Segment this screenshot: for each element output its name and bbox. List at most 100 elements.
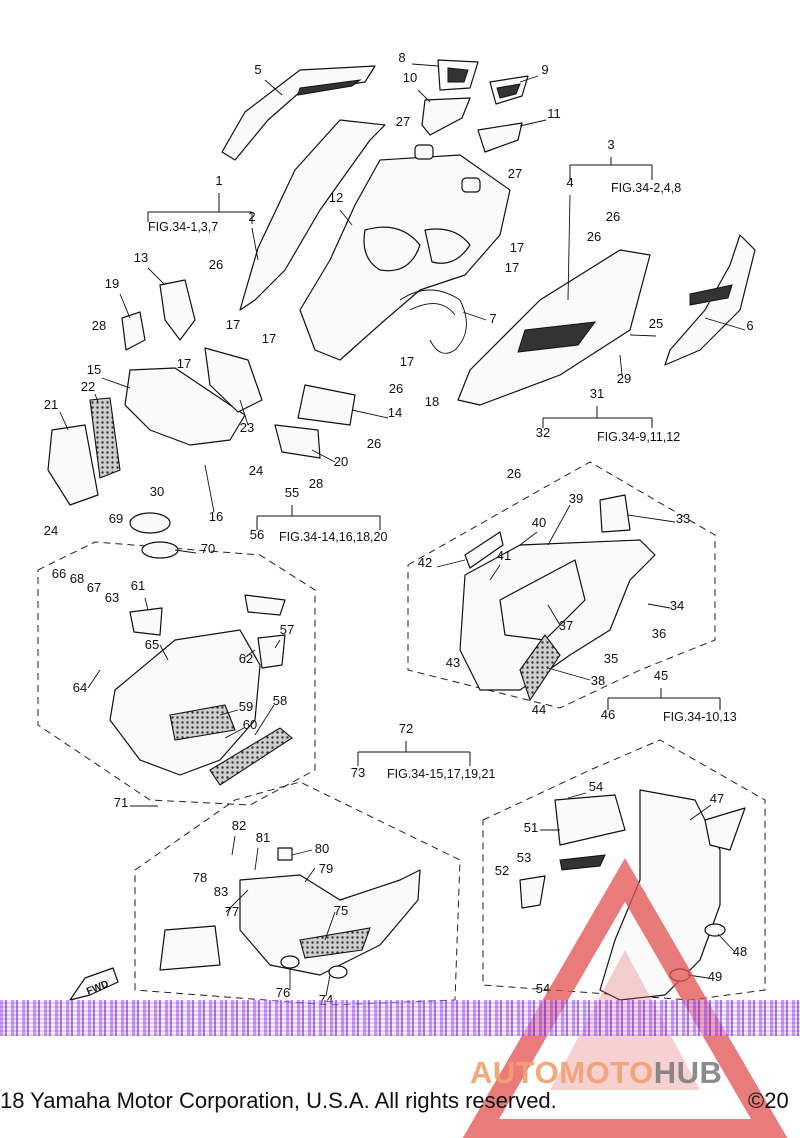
callout-52: 52 [495, 863, 509, 878]
fig-reference: FIG.34-2,4,8 [611, 181, 681, 195]
callout-77: 77 [225, 904, 239, 919]
callout-55: 55 [285, 485, 299, 500]
part-46-lower-cowl-right [519, 789, 746, 1001]
part-14-stay [297, 384, 356, 426]
callout-8: 8 [398, 50, 405, 65]
watermark-text: AUTOMOTOHUB [470, 1055, 722, 1091]
part-73-under-cowl [159, 847, 421, 979]
watermark-part1: AUTOMOTO [470, 1055, 654, 1090]
callout-11: 11 [547, 106, 561, 121]
part-21-lower-cover [47, 424, 99, 506]
fwd-arrow: FWD [69, 967, 119, 1001]
callout-47: 47 [710, 791, 724, 806]
callout-39: 39 [569, 491, 583, 506]
callout-24: 24 [249, 463, 263, 478]
callout-7: 7 [489, 311, 496, 326]
part-19-stay [121, 311, 146, 351]
fig-reference: FIG.34-15,17,19,21 [387, 767, 495, 781]
callout-36: 36 [652, 626, 666, 641]
callout-4: 4 [566, 175, 573, 190]
scan-noise-band [0, 1000, 800, 1036]
callout-28: 28 [92, 318, 106, 333]
part-56-lower-cowl-left [109, 594, 293, 786]
callout-75: 75 [334, 903, 348, 918]
callout-78: 78 [193, 870, 207, 885]
callout-29: 29 [617, 371, 631, 386]
callout-63: 63 [105, 590, 119, 605]
callout-2: 2 [248, 209, 255, 224]
callout-35: 35 [604, 651, 618, 666]
callout-64: 64 [73, 680, 87, 695]
callout-46: 46 [601, 707, 615, 722]
callout-79: 79 [319, 861, 333, 876]
callout-56: 56 [250, 527, 264, 542]
callout-32: 32 [536, 425, 550, 440]
callout-69: 69 [109, 511, 123, 526]
callout-66: 66 [52, 566, 66, 581]
callout-49: 49 [708, 969, 722, 984]
callout-81: 81 [256, 830, 270, 845]
part-32-side-cover-right [459, 494, 656, 702]
part-7-wire-harness [399, 289, 467, 354]
callout-20: 20 [334, 454, 348, 469]
callout-71: 71 [114, 795, 128, 810]
part-15-inner-cover [124, 367, 246, 446]
callout-1: 1 [215, 173, 222, 188]
watermark-part2: HUB [653, 1055, 723, 1090]
callout-62: 62 [239, 651, 253, 666]
callout-70: 70 [201, 541, 215, 556]
callout-76: 76 [276, 985, 290, 1000]
callout-21: 21 [44, 397, 58, 412]
callout-17: 17 [262, 331, 276, 346]
callout-27: 27 [396, 114, 410, 129]
callout-45: 45 [654, 668, 668, 683]
callout-59: 59 [239, 699, 253, 714]
callout-28: 28 [309, 476, 323, 491]
callout-60: 60 [243, 717, 257, 732]
callout-26: 26 [389, 381, 403, 396]
callout-51: 51 [524, 820, 538, 835]
fig-reference: FIG.34-1,3,7 [148, 220, 218, 234]
callout-54: 54 [536, 981, 550, 996]
callout-26: 26 [606, 209, 620, 224]
fig-reference: FIG.34-10,13 [663, 710, 737, 724]
callout-layer: 1234567891011121314151617171717171718192… [44, 50, 754, 1007]
callout-25: 25 [649, 316, 663, 331]
callout-37: 37 [559, 618, 573, 633]
part-9-vent [489, 75, 529, 105]
part-2-side-panel-left [239, 119, 386, 311]
callout-58: 58 [273, 693, 287, 708]
leader-lines [59, 63, 746, 997]
callout-82: 82 [232, 818, 246, 833]
callout-9: 9 [541, 62, 548, 77]
dashed-frames [37, 461, 766, 1006]
callout-53: 53 [517, 850, 531, 865]
callout-80: 80 [315, 841, 329, 856]
part-27-grommets [414, 144, 481, 193]
callout-40: 40 [532, 515, 546, 530]
callout-23: 23 [240, 420, 254, 435]
part-23-inner-panel [204, 347, 263, 413]
callout-17: 17 [400, 354, 414, 369]
callout-31: 31 [590, 386, 604, 401]
callout-48: 48 [733, 944, 747, 959]
callout-15: 15 [87, 362, 101, 377]
callout-72: 72 [399, 721, 413, 736]
callout-26: 26 [507, 466, 521, 481]
part-12-inner-panel [299, 154, 511, 361]
part-10-duct [421, 97, 471, 136]
callout-27: 27 [508, 166, 522, 181]
callout-16: 16 [209, 509, 223, 524]
callout-13: 13 [134, 250, 148, 265]
callout-6: 6 [746, 318, 753, 333]
callout-30: 30 [150, 484, 164, 499]
callout-12: 12 [329, 190, 343, 205]
part-13-bracket [159, 279, 196, 341]
callout-83: 83 [214, 884, 228, 899]
callout-65: 65 [145, 637, 159, 652]
part-8-vent [437, 59, 479, 91]
callout-14: 14 [388, 405, 402, 420]
callout-43: 43 [446, 655, 460, 670]
fig-reference: FIG.34-9,11,12 [597, 430, 680, 444]
